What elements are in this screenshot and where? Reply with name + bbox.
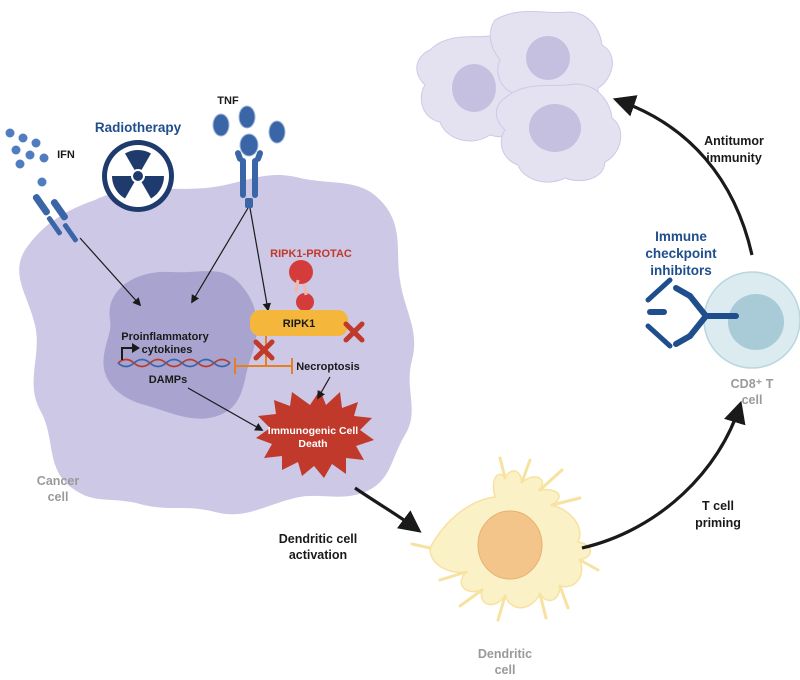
ripk1-inhibition-lines	[234, 336, 293, 374]
label-damps: DAMPs	[149, 374, 188, 386]
icd-label-line1: Immunogenic Cell	[268, 425, 359, 437]
antibody-arms-icon	[645, 277, 673, 349]
ripk1-box	[250, 310, 348, 336]
transcription-start-icon	[121, 343, 140, 360]
label-ifn: IFN	[57, 149, 75, 161]
tnf-molecules-icon	[212, 105, 286, 157]
label-antitumor-line2: immunity	[706, 151, 762, 165]
label-dc-activation-line2: activation	[289, 548, 347, 562]
label-t-priming-line1: T cell	[702, 499, 734, 513]
arrow-tnf-to-ripk1	[249, 207, 271, 312]
dendritic-cell	[410, 456, 600, 622]
block-x-icon	[253, 339, 275, 361]
label-dendritic-line2: cell	[495, 663, 516, 677]
arrow-ifn-to-nucleus	[79, 237, 142, 307]
ripk1-label: RIPK1	[283, 318, 315, 330]
protac-molecule-icon	[289, 260, 314, 311]
icd-starburst	[256, 390, 374, 478]
antibody-icon	[647, 285, 739, 347]
radiation-icon	[102, 140, 174, 212]
label-cytokines: cytokines	[142, 344, 193, 356]
ifn-receptor-icon	[32, 194, 78, 243]
label-cd8-line2: cell	[742, 393, 763, 407]
label-cancer-cell-line1: Cancer	[37, 474, 80, 488]
dendritic-nucleus	[477, 510, 543, 580]
tcell-inner	[728, 294, 784, 350]
arrow-icd-to-dendritic	[354, 486, 422, 533]
label-tnf: TNF	[217, 95, 239, 107]
arrow-necroptosis-to-icd	[317, 376, 331, 400]
arrow-tnf-to-nucleus	[191, 207, 249, 304]
label-ici-line1: Immune	[655, 229, 707, 244]
nucleus	[103, 271, 257, 419]
label-ripk1-protac: RIPK1-PROTAC	[270, 248, 352, 260]
icd-label-line2: Death	[298, 438, 327, 450]
label-necroptosis: Necroptosis	[296, 361, 360, 373]
label-cancer-cell-line2: cell	[48, 490, 69, 504]
arrow-dendritic-to-tcell	[581, 400, 746, 550]
label-ici-line2: checkpoint	[645, 246, 717, 261]
block-x-icon-2	[343, 321, 365, 343]
arrow-tcell-to-tumor	[612, 95, 754, 256]
label-cd8-line1: CD8⁺ T	[731, 377, 774, 391]
label-dc-activation-line1: Dendritic cell	[279, 532, 358, 546]
tnf-receptor-icon	[234, 150, 264, 208]
label-t-priming-line2: priming	[695, 516, 741, 530]
arrow-damps-to-icd	[187, 387, 264, 431]
label-ici-line3: inhibitors	[650, 263, 712, 278]
ifn-molecules-icon	[5, 128, 49, 187]
label-radiotherapy: Radiotherapy	[95, 120, 182, 135]
label-antitumor-line1: Antitumor	[704, 134, 764, 148]
dna-helix	[117, 358, 231, 368]
dead-tumor-cells	[416, 10, 622, 183]
label-proinflammatory: Proinflammatory	[121, 331, 209, 343]
label-dendritic-line1: Dendritic	[478, 647, 532, 661]
